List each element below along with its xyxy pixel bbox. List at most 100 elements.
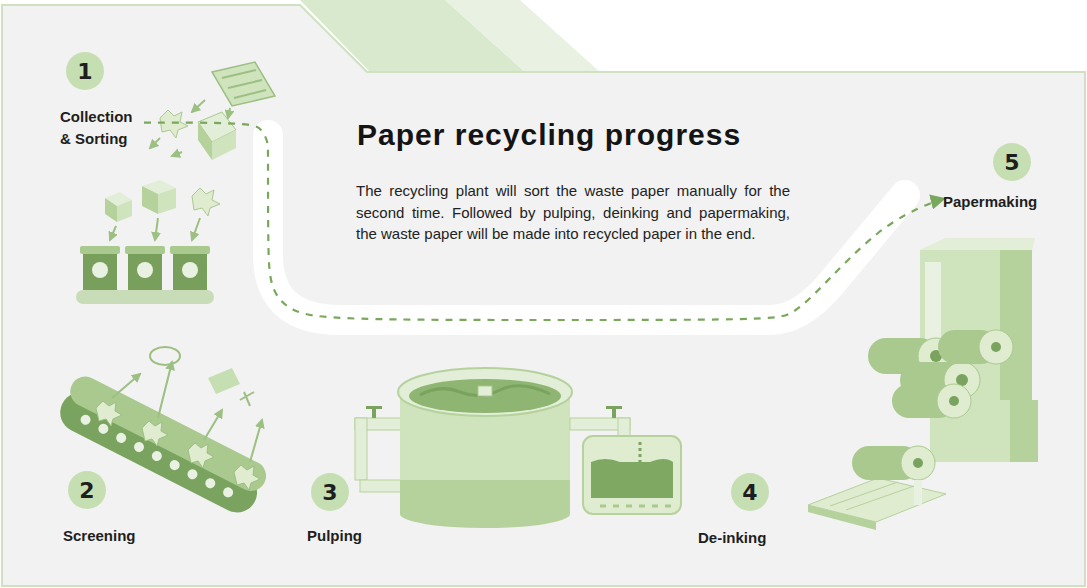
conveyor-illustration-part <box>96 401 122 426</box>
collection-illustration-part <box>182 262 198 278</box>
conveyor-illustration-part-part-part <box>221 486 234 499</box>
conveyor-illustration-part <box>188 443 214 468</box>
step-node: 5Papermaking <box>943 143 1037 213</box>
paper-machine-illustration-part <box>830 482 898 506</box>
collection-illustration-part <box>110 226 116 240</box>
step-node: 4De-inking <box>698 473 769 549</box>
collection-illustration-part <box>155 218 158 240</box>
flow-band-part <box>268 135 905 320</box>
collection-illustration-part <box>192 100 205 112</box>
collection-illustration-part <box>160 110 188 138</box>
collection-illustration-part <box>128 254 162 290</box>
pulper-illustration-part <box>400 500 570 528</box>
deinking-illustration <box>583 436 681 514</box>
conveyor-illustration-part-part-part <box>114 431 127 444</box>
deinking-illustration-part <box>591 462 673 498</box>
paper-machine-illustration-part <box>991 342 1001 352</box>
collection-illustration-part <box>192 218 200 240</box>
deinking-illustration-part <box>591 459 673 465</box>
title: Paper recycling progress <box>357 118 741 152</box>
step-number-circle: 5 <box>993 143 1031 181</box>
background-part <box>445 0 600 72</box>
pulper-illustration-part <box>366 406 382 409</box>
collection-illustration <box>76 62 275 304</box>
collection-illustration-part <box>105 198 117 222</box>
step-number-circle: 2 <box>68 471 106 509</box>
step-label: Pulping <box>307 525 362 547</box>
conveyor-illustration-part-part-part <box>79 413 92 426</box>
paper-machine-illustration <box>808 238 1038 530</box>
conveyor-illustration-part <box>250 420 262 462</box>
collection-illustration-part <box>234 90 266 98</box>
collection-illustration-part <box>76 290 214 304</box>
conveyor-illustration-part <box>53 371 271 519</box>
conveyor-illustration-part-part-part <box>204 477 217 490</box>
collection-illustration-part <box>125 246 165 254</box>
paper-machine-illustration-part <box>808 505 876 530</box>
conveyor-illustration-part-part-part <box>150 449 163 462</box>
deinking-illustration-part-part <box>600 505 606 508</box>
deinking-illustration-part-part <box>639 505 645 508</box>
paper-machine-illustration-part <box>1000 250 1032 400</box>
pulper-illustration-part <box>478 386 492 396</box>
step-node: 2Screening <box>63 471 136 547</box>
conveyor-illustration-part <box>240 392 254 406</box>
step-number-circle: 3 <box>311 473 349 511</box>
collection-illustration-part <box>80 246 120 254</box>
deinking-illustration-part <box>600 506 671 507</box>
collection-illustration-part <box>142 186 158 214</box>
collection-illustration-part <box>83 254 117 290</box>
step-label: Collection & Sorting <box>60 106 144 150</box>
conveyor-illustration-part <box>204 410 222 440</box>
pulper-illustration-part <box>420 386 550 396</box>
flow-arrow <box>144 123 943 320</box>
paper-machine-illustration-part <box>913 458 923 468</box>
paper-machine-illustration-part <box>979 330 1013 364</box>
collection-illustration-part <box>92 262 108 278</box>
pulper-illustration-part <box>398 368 572 416</box>
collection-illustration-part <box>212 130 236 160</box>
conveyor-illustration <box>53 347 271 519</box>
deinking-illustration-part <box>583 436 681 514</box>
step-label: Screening <box>63 525 136 547</box>
conveyor-illustration-part <box>158 362 172 418</box>
collection-illustration-part <box>228 80 262 88</box>
collection-illustration-part <box>228 108 230 118</box>
step-node: 1Collection & Sorting <box>60 52 144 150</box>
collection-illustration-part <box>172 152 182 156</box>
step-label: Papermaking <box>943 191 1037 213</box>
conveyor-illustration-part-part-part <box>168 458 181 471</box>
collection-illustration-part <box>173 254 207 290</box>
collection-illustration-part <box>137 262 153 278</box>
conveyor-illustration-part-part-part <box>97 422 110 435</box>
collection-illustration-part <box>117 200 132 222</box>
collection-illustration-part <box>192 188 220 216</box>
conveyor-illustration-part <box>142 421 168 446</box>
step-number-circle: 1 <box>66 52 104 90</box>
collection-illustration-part <box>198 122 212 160</box>
collection-illustration-part <box>170 246 210 254</box>
step-label: De-inking <box>698 527 766 549</box>
conveyor-illustration-part <box>208 368 240 394</box>
pulper-illustration-part <box>355 418 367 480</box>
step-node: 3Pulping <box>307 473 362 547</box>
deinking-illustration-part-part <box>626 505 632 508</box>
step-number-circle: 4 <box>731 473 769 511</box>
pulper-illustration-part <box>360 480 402 492</box>
paper-machine-illustration-part <box>937 384 971 418</box>
paper-machine-illustration-part <box>920 238 1035 250</box>
conveyor-illustration-part-part-part <box>132 440 145 453</box>
collection-illustration-part <box>212 62 275 106</box>
conveyor-illustration-part-part-part <box>186 467 199 480</box>
paper-machine-illustration-part <box>949 396 959 406</box>
deinking-illustration-part-part <box>613 505 619 508</box>
conveyor-illustration-part <box>112 374 140 398</box>
pulper-illustration-part <box>606 406 622 409</box>
background-part <box>2 5 1085 586</box>
deinking-illustration-part-part <box>652 505 658 508</box>
collection-illustration-part <box>222 70 256 78</box>
